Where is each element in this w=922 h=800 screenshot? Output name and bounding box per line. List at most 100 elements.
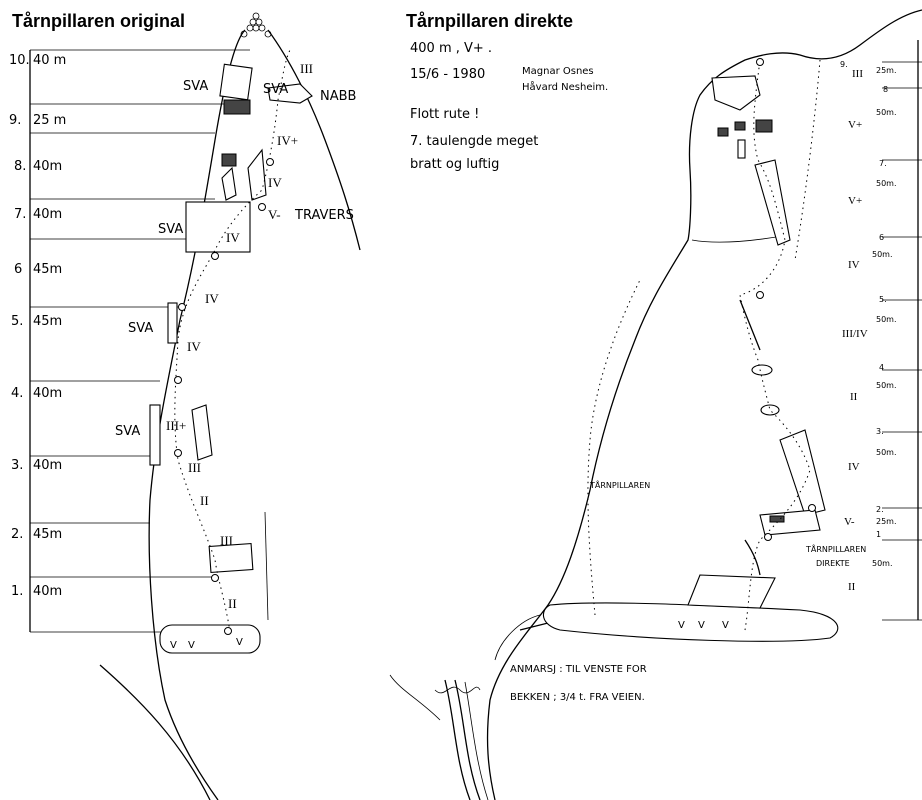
grade-label: II [228,596,237,611]
overhang-small-feature [221,153,237,167]
right-grade: II [848,581,856,593]
left-pitch-num: 7. [14,207,26,222]
nabb-label: NABB [320,89,356,104]
chimney-feature [754,159,791,246]
approach-remark: ANMARSJ : TIL VENSTE FOR [510,664,647,675]
sva-label: SVA [183,79,208,94]
route-note: 7. taulengde meget [410,134,538,149]
route-name-label: TÅRNPILLAREN [805,543,866,554]
block-feature [208,542,254,574]
right-pitch-num: 3. [876,427,884,436]
right-grade: III/IV [842,328,868,340]
right-pitch-num: 7. [879,159,887,168]
svg-text:V: V [188,640,195,651]
right-pitch-len: 50m. [876,448,897,457]
right-pitch-ticks [882,61,922,621]
svg-text:V: V [170,640,177,651]
left-pitch-labels: 10. 40 m 9. 25 m 8. 40m 7. 40m 6 45m 5. … [9,53,66,599]
dihedral-feature [779,429,826,516]
route-length-grade: 400 m , V+ . [410,41,492,56]
slab-feature [219,63,253,101]
left-lower-slope [99,664,211,800]
overhang-feature [223,99,251,115]
waterfall-icon [434,679,489,800]
left-base-bracket [264,511,269,621]
right-route-line [739,59,811,631]
belay-station-icons [174,158,274,635]
sva-label-4: SVA [128,321,153,336]
right-grade: V+ [848,195,862,207]
right-pitch-len: 25m. [876,517,897,526]
slab-feature-5 [167,302,178,344]
travers-slab [185,201,251,253]
left-pitch-lines [30,49,250,633]
block-feature [759,509,821,536]
grade-label: IV+ [277,133,298,148]
route-name-label: TÅRNPILLAREN [589,479,650,490]
right-belay-station-icons [756,58,816,541]
right-pitch-num: 1 [876,530,881,539]
route-note: Flott rute ! [410,107,479,122]
slab-feature-4 [149,404,161,466]
right-pitch-len: 50m. [876,315,897,324]
grade-label: IV [268,175,282,190]
right-pitch-num: 4 [879,363,884,372]
overhang-marker [717,127,729,137]
left-pitch-num: 4. [11,386,23,401]
ledge-marker [760,404,780,416]
right-grade: V+ [848,119,862,131]
overhang-marker [769,515,785,523]
svg-text:V: V [678,620,685,631]
left-pitch-len: 25 m [33,113,66,128]
first-ascent-climber: Håvard Nesheim. [522,80,608,93]
right-pitch-len: 25m. [876,66,897,75]
left-pitch-len: 40 m [33,53,66,68]
sva-label-2: SVA [263,82,288,97]
right-pitch-len: 50m. [872,559,893,568]
right-grade: V- [844,516,855,528]
route-name-label: DIREKTE [816,559,850,568]
left-pitch-len: 40m [33,458,62,473]
crack-line [739,299,761,351]
approach-remark: BEKKEN ; 3/4 t. FRA VEIEN. [510,692,645,703]
right-pitch-num: 5. [879,295,887,304]
left-pitch-num: 10. [9,53,30,68]
summit-cairn-icon [240,12,272,38]
original-route-trace [587,279,641,616]
left-pitch-len: 45m [33,314,62,329]
left-pitch-num: 1. [11,584,23,599]
sva-label-3: SVA [158,222,183,237]
svg-text:V: V [236,637,243,648]
nabb-feature [267,83,313,104]
right-pitch-len: 50m. [876,108,897,117]
right-base-ledge [542,602,839,642]
crack-feature [737,139,746,159]
grade-label: IV [205,291,219,306]
right-pitch-len: 50m. [872,250,893,259]
right-pitch-num: 2. [876,505,884,514]
grade-label: II [200,493,209,508]
dihedral-feature [221,166,237,201]
svg-text:V: V [698,620,705,631]
right-grade: IV [848,461,860,473]
grade-label: III [220,533,233,548]
route-note: bratt og luftig [410,157,499,172]
crack-line [744,539,761,576]
grade-label: V- [268,207,281,222]
left-base-ledge [159,624,261,654]
right-pitch-len: 50m. [876,179,897,188]
left-pitch-len: 40m [33,386,62,401]
dihedral-feature-2 [247,148,267,201]
right-pitch-num: 9. [840,60,848,69]
overhang-marker [734,121,746,131]
right-pitch-len: 50m. [876,381,897,390]
start-slab [687,574,776,609]
right-grade: IV [848,259,860,271]
sva-label-5: SVA [115,424,140,439]
svg-text:V: V [722,620,729,631]
left-pitch-num: 3. [11,458,23,473]
left-pitch-len: 45m [33,527,62,542]
right-grade: III [852,68,863,80]
